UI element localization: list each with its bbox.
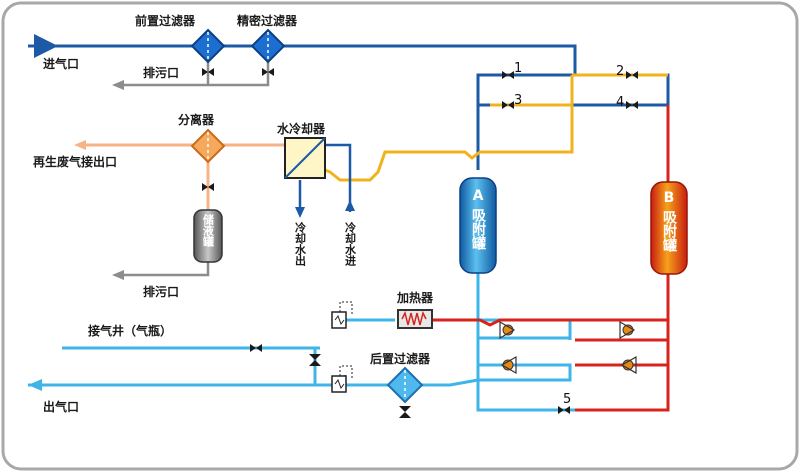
gas-well-label: 接气井（气瓶） [88, 323, 172, 338]
tank-a [459, 177, 497, 274]
tank-b-letter: B [664, 190, 675, 206]
check-valves [499, 320, 637, 375]
regen-outlet-label: 再生废气接出口 [33, 154, 117, 169]
heater-label: 加热器 [396, 290, 434, 305]
pre-filter [190, 28, 226, 64]
water-cooler [284, 137, 326, 179]
water-cooler-label: 水冷却器 [277, 121, 326, 136]
tank-a-letter: A [473, 188, 484, 204]
precision-filter-label: 精密过滤器 [237, 13, 298, 28]
drain-top-arrow [112, 80, 124, 90]
valve-number-5: 5 [563, 392, 571, 407]
post-filter [386, 366, 424, 404]
outlet-arrow [28, 379, 42, 391]
valve-number-3: 3 [514, 93, 522, 108]
outlet-label: 出气口 [43, 399, 79, 414]
regen-outlet-arrow [74, 140, 86, 150]
tank-b [650, 181, 688, 275]
regulator-top [331, 301, 353, 329]
water-out-arrow [295, 207, 305, 218]
inlet-label: 进气口 [43, 56, 79, 71]
liquid-tank-label: 储液罐 [202, 213, 216, 248]
drain-bottom-arrow [112, 270, 124, 280]
liquid-tank [193, 209, 223, 263]
valves [202, 68, 638, 418]
cool-water-out-label: 冷却水出 [294, 221, 307, 267]
drain-bottom-label: 排污口 [143, 284, 179, 299]
tank-a-text: 吸附罐 [470, 208, 487, 251]
regen-outlet-line [78, 143, 285, 210]
valve-number-4: 4 [616, 95, 624, 110]
water-in-arrow [345, 200, 355, 211]
regulator-bottom [331, 365, 353, 393]
valve-number-1: 1 [514, 61, 522, 76]
post-filter-label: 后置过滤器 [370, 351, 431, 366]
pre-filter-label: 前置过滤器 [135, 13, 196, 28]
tank-b-text: 吸附罐 [661, 210, 678, 253]
precision-filter [250, 28, 286, 64]
cool-water-in-label: 冷却水进 [344, 221, 357, 267]
drain-lines [115, 60, 270, 277]
cooling-water-lines [298, 143, 352, 212]
heater [397, 309, 433, 329]
drain-top-label: 排污口 [143, 65, 179, 80]
separator-label: 分离器 [178, 112, 215, 127]
valve-number-2: 2 [616, 64, 624, 79]
separator [190, 128, 226, 164]
